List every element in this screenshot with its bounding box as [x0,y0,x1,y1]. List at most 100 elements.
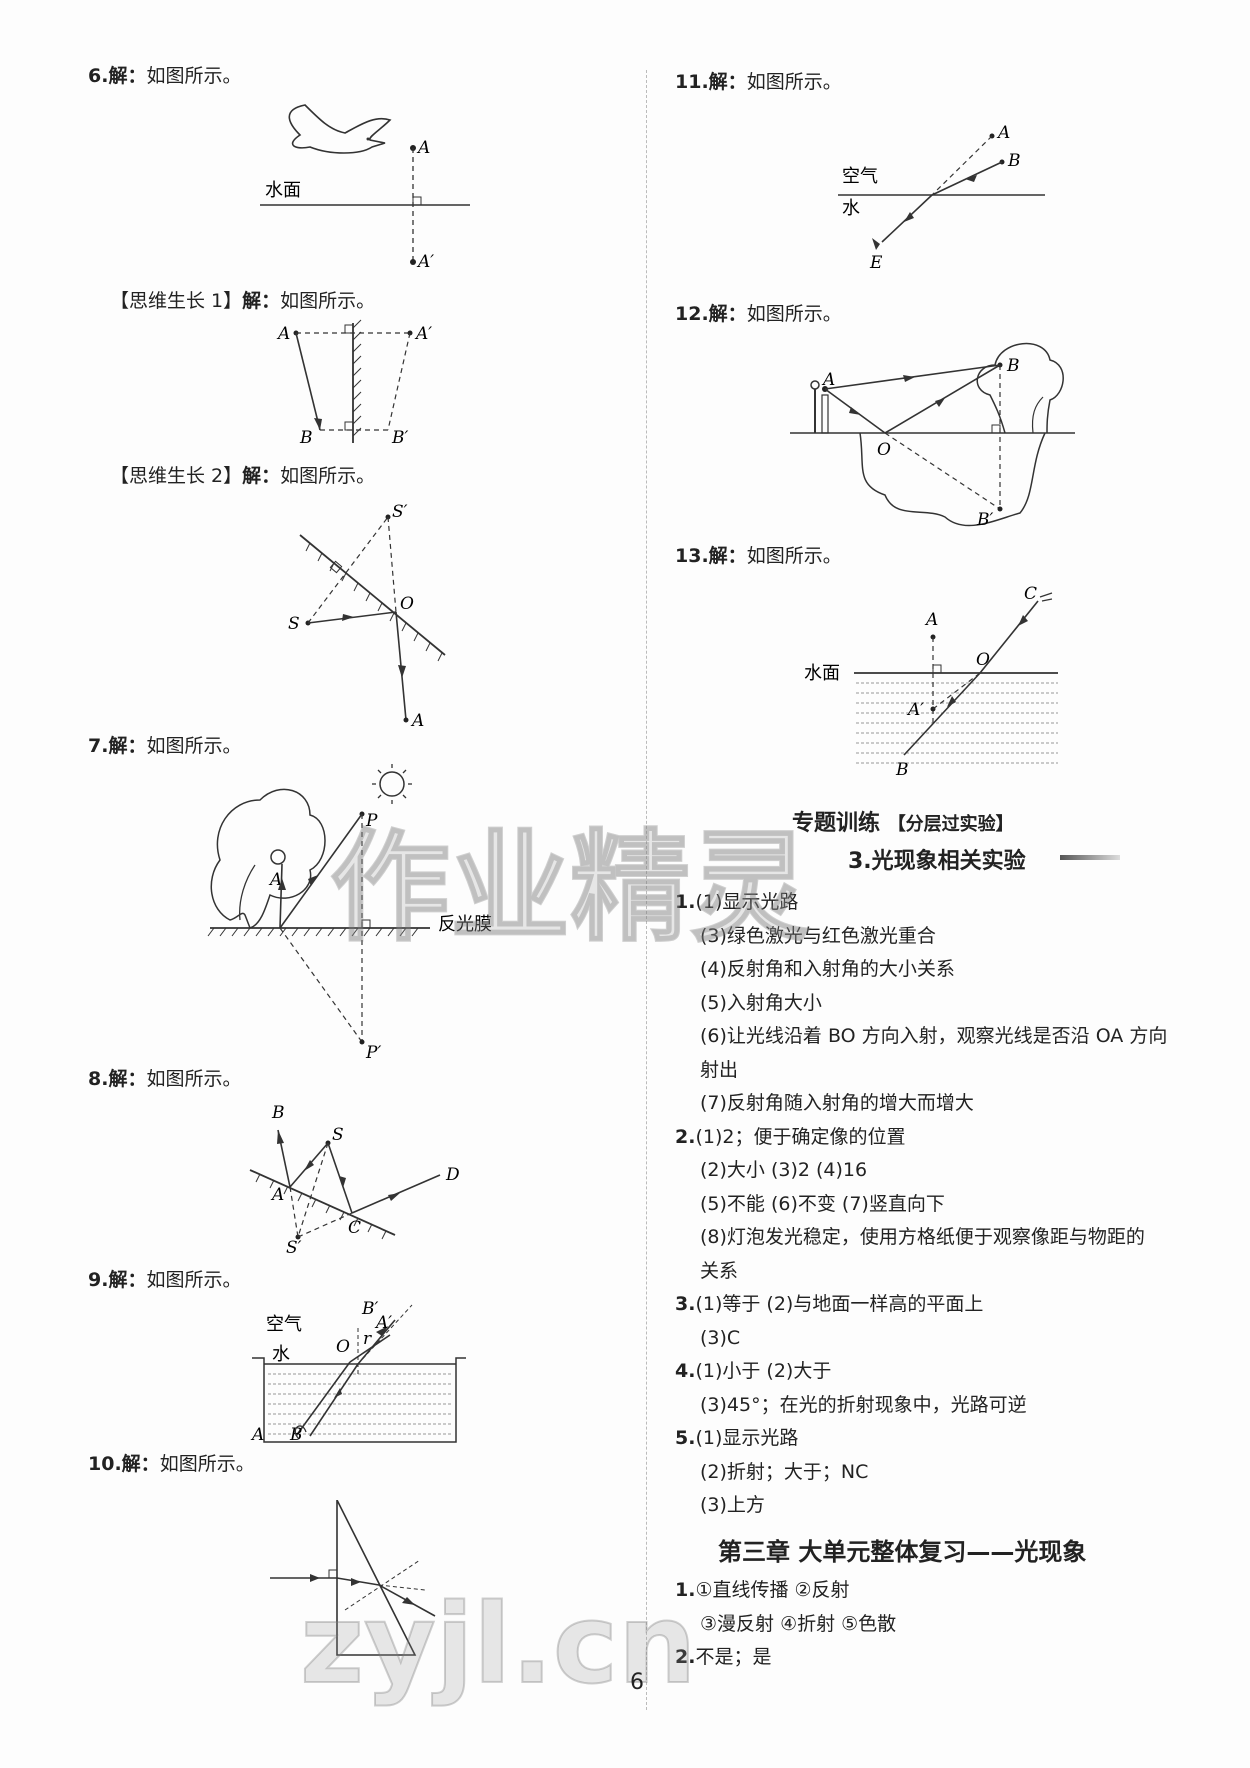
answer-line: 2.不是；是 [675,1645,771,1669]
svg-text:A: A [270,1185,284,1205]
answer-text: (2)大小 (3)2 (4)16 [700,1159,868,1181]
q8-heading: 8.解：如图所示。 [88,1068,242,1090]
watermark-zyjl: 作业精灵 [329,818,811,959]
svg-text:A: A [924,610,938,630]
g2-diagram: S′ S O A [280,495,460,735]
svg-text:A′: A′ [414,324,432,344]
answer-line: (3)绿色激光与红色激光重合 [700,924,936,948]
answer-line: (3)C [700,1326,740,1350]
subtitle-bar [1060,855,1120,860]
answer-text: (3)C [700,1326,741,1349]
svg-text:空气: 空气 [266,1314,302,1335]
svg-text:S′: S′ [392,502,408,522]
svg-text:B′: B′ [361,1300,378,1319]
svg-text:B: B [299,428,313,448]
answer-text: ③漫反射 ④折射 ⑤色散 [700,1612,897,1635]
special-training-title: 专题训练 【分层过实验】 [792,811,1014,836]
answer-text: ①直线传播 ②反射 [695,1579,850,1601]
answer-line: (8)灯泡发光稳定，使用方格纸便于观察像距与物距的 [700,1225,1145,1249]
svg-text:D: D [445,1165,460,1185]
answer-text: (8)灯泡发光稳定，使用方格纸便于观察像距与物距的 [700,1226,1145,1248]
svg-text:A: A [276,324,290,344]
answer-text: (7)反射角随入射角的增大而增大 [700,1092,974,1114]
svg-text:O: O [400,594,414,614]
answer-number: 5. [675,1427,696,1449]
svg-text:水面: 水面 [804,663,840,684]
answer-number: 4. [675,1360,696,1382]
answer-text: (1)2；便于确定像的位置 [695,1125,906,1148]
svg-text:S′: S′ [286,1238,302,1258]
answer-text: (1)等于 (2)与地面一样高的平面上 [695,1293,984,1315]
answer-line: 2.(1)2；便于确定像的位置 [675,1125,905,1149]
svg-text:r: r [363,1329,372,1349]
answer-text: (3)45°；在光的折射现象中，光路可逆 [700,1393,1027,1416]
svg-text:E: E [869,253,883,273]
svg-text:空气: 空气 [842,166,878,187]
chapter-title: 第三章 大单元整体复习——光现象 [718,1538,1087,1566]
svg-text:A: A [268,870,282,890]
answer-text: (1)显示光路 [695,1427,799,1449]
column-divider [646,70,647,1710]
answer-line: 1.①直线传播 ②反射 [675,1578,850,1602]
answer-number: 2. [675,1646,696,1668]
q9-heading: 9.解：如图所示。 [88,1269,242,1291]
q12-heading: 12.解：如图所示。 [675,303,842,325]
answer-text: (1)显示光路 [695,891,799,913]
answer-text: 关系 [700,1259,739,1282]
answer-text: (1)小于 (2)大于 [695,1360,832,1382]
answer-line: (2)大小 (3)2 (4)16 [700,1158,867,1182]
answer-text: (5)入射角大小 [700,991,822,1014]
q10-heading: 10.解：如图所示。 [88,1453,255,1475]
svg-text:水: 水 [842,198,860,219]
g1-heading: 【思维生长 1】解：如图所示。 [110,290,376,312]
special-training-subtitle: 3.光现象相关实验 [848,849,1026,874]
q10-diagram [265,1500,465,1670]
svg-text:S: S [332,1125,344,1145]
svg-text:P: P [365,811,378,831]
svg-text:P′: P′ [365,1043,381,1060]
q12-diagram: A B O B′ [785,335,1085,545]
svg-text:反光膜: 反光膜 [438,914,492,935]
svg-text:A: A [250,1425,264,1445]
answer-line: (5)入射角大小 [700,991,822,1015]
answer-line: 关系 [700,1259,738,1283]
answer-number: 2. [675,1125,696,1148]
answer-line: (6)让光线沿着 BO 方向入射，观察光线是否沿 OA 方向 [700,1024,1167,1048]
g2-heading: 【思维生长 2】解：如图所示。 [110,465,376,487]
answer-text: 射出 [700,1058,739,1081]
answer-text: (5)不能 (6)不变 (7)竖直向下 [700,1192,945,1215]
watermark-url: zyjl.cn [299,1579,697,1709]
q13-diagram: 水面 A A′ O C B [800,585,1080,785]
q13-heading: 13.解：如图所示。 [675,545,842,567]
svg-text:B: B [1007,151,1021,171]
q11-heading: 11.解：如图所示。 [675,71,842,93]
svg-text:O: O [976,650,990,670]
svg-text:A: A [996,123,1010,143]
answer-number: 1. [675,891,696,913]
svg-text:O: O [877,440,891,460]
svg-text:A: A [416,138,430,158]
answer-line: 1.(1)显示光路 [675,890,798,914]
answer-text: (6)让光线沿着 BO 方向入射，观察光线是否沿 OA 方向 [700,1025,1168,1047]
answer-line: (2)折射；大于；NC [700,1460,868,1484]
svg-text:A: A [821,370,835,390]
answer-number: 3. [675,1293,696,1315]
svg-text:B: B [271,1103,285,1123]
svg-text:A′: A′ [906,700,924,720]
svg-text:B′: B′ [391,428,408,448]
q11-diagram: A B 空气 水 E [830,118,1060,278]
answer-text: (3)绿色激光与红色激光重合 [700,924,936,947]
svg-text:B: B [1006,356,1020,376]
svg-text:O: O [336,1337,350,1357]
svg-text:A′: A′ [416,252,434,272]
answer-line: 4.(1)小于 (2)大于 [675,1359,831,1383]
answer-text: 不是；是 [695,1646,772,1668]
answer-number: 1. [675,1579,696,1601]
q8-diagram: B S D A C S′ [240,1100,470,1260]
q7-diagram: A 反光膜 P [200,760,520,1060]
q7-heading: 7.解：如图所示。 [88,735,242,757]
svg-text:C: C [1024,585,1037,604]
page-number: 6 [630,1670,644,1695]
answer-text: (4)反射角和入射角的大小关系 [700,958,955,980]
